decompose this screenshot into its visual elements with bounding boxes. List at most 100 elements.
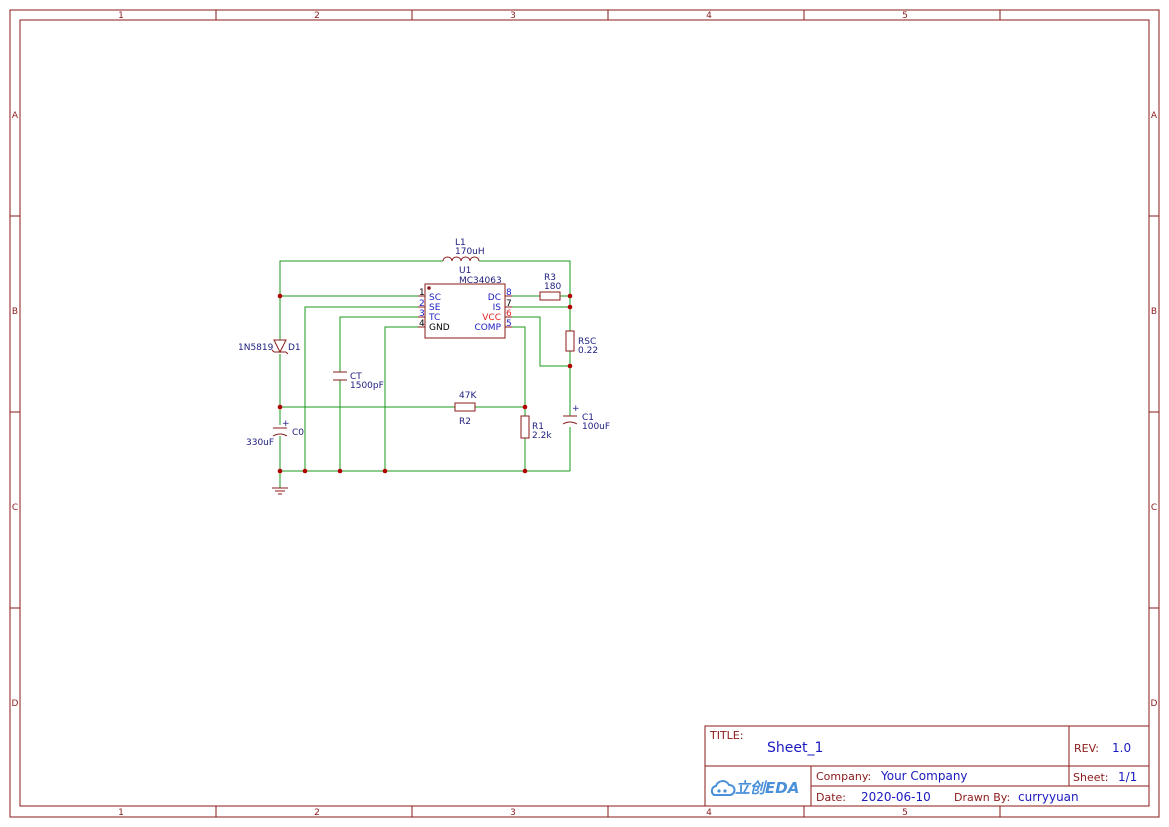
row-label-left: C <box>12 503 18 513</box>
u1-pin-num: 5 <box>506 319 512 329</box>
d1-designator: D1 <box>288 343 301 353</box>
l1-designator: L1 <box>455 238 466 248</box>
drawn-by-label: Drawn By: <box>954 791 1010 804</box>
d1-value: 1N5819 <box>238 343 274 353</box>
r2-designator: R2 <box>459 417 471 427</box>
c0-polarity: + <box>282 419 290 429</box>
row-label-right: A <box>1151 111 1158 121</box>
l1-inductor[interactable]: L1 170uH <box>442 238 485 262</box>
wire-gnd <box>384 326 418 471</box>
r3-value: 180 <box>544 282 561 292</box>
row-label-right: B <box>1151 307 1157 317</box>
cloud-icon <box>710 780 736 796</box>
u1-pin-name: DC <box>488 293 501 303</box>
d1-diode[interactable]: 1N5819 D1 <box>238 339 301 355</box>
ct-designator: CT <box>350 372 362 382</box>
r3-designator: R3 <box>544 273 556 283</box>
title-block: TITLE: Sheet_1 REV: 1.0 Company: Your Co… <box>704 725 1150 807</box>
junction-dot <box>277 404 283 410</box>
c0-value: 330uF <box>246 438 274 448</box>
junction-dot <box>522 468 528 474</box>
rev-label: REV: <box>1074 742 1099 755</box>
col-label-bottom: 1 <box>118 808 124 818</box>
r3-resistor[interactable]: R3 180 <box>539 273 561 301</box>
ct-capacitor[interactable]: CT 1500pF <box>333 371 384 391</box>
wire-top-right <box>479 260 571 296</box>
rsc-value: 0.22 <box>578 346 598 356</box>
junction-dot <box>277 293 283 299</box>
wire-top-left <box>279 260 443 296</box>
junction-dot <box>277 468 283 474</box>
sheet-value: 1/1 <box>1118 770 1137 784</box>
d1-body <box>273 339 287 354</box>
date-value: 2020-06-10 <box>861 790 931 804</box>
l1-value: 170uH <box>455 247 485 257</box>
r1-value: 2.2k <box>532 431 552 441</box>
junction-dot <box>302 468 308 474</box>
u1-pin-num: 6 <box>506 309 512 319</box>
junction-dot <box>567 293 573 299</box>
u1-ic[interactable]: U1 MC34063 1 2 3 4 SC SE TC GND 8 7 6 5 … <box>418 266 512 339</box>
u1-designator: U1 <box>459 266 471 276</box>
u1-pin-name: VCC <box>482 313 501 323</box>
company-value: Your Company <box>880 769 968 783</box>
wire-tc <box>339 316 418 372</box>
junction-dot <box>337 468 343 474</box>
company-label: Company: <box>816 770 871 783</box>
pin1-marker <box>427 286 431 290</box>
title-label: TITLE: <box>709 729 743 742</box>
row-dividers <box>10 215 1159 609</box>
row-label-left: A <box>12 111 19 121</box>
ground-icon <box>272 487 288 495</box>
u1-value: MC34063 <box>459 276 502 286</box>
row-label-right: D <box>1151 699 1158 709</box>
wires <box>279 260 571 488</box>
junction-dot <box>567 363 573 369</box>
row-label-left: B <box>12 307 18 317</box>
date-label: Date: <box>816 791 846 804</box>
c1-value: 100uF <box>582 422 610 432</box>
wire-comp <box>512 326 526 416</box>
wire-se <box>304 306 418 471</box>
ct-value: 1500pF <box>350 381 384 391</box>
col-label-top: 5 <box>902 11 908 21</box>
l1-coil <box>442 256 480 262</box>
r2-resistor[interactable]: 47K R2 <box>454 391 477 427</box>
row-label-left: D <box>12 699 19 709</box>
r1-resistor[interactable]: R1 2.2k <box>520 415 552 441</box>
rsc-body <box>565 330 575 352</box>
u1-pin-num: 3 <box>419 309 425 319</box>
junction-dot <box>567 304 573 310</box>
u1-pin-name: SE <box>429 303 441 313</box>
rsc-resistor[interactable]: RSC 0.22 <box>565 330 598 356</box>
wire-vcc <box>512 316 570 367</box>
junctions <box>277 293 573 474</box>
inner-border <box>19 19 1150 807</box>
c1-capacitor[interactable]: + C1 100uF <box>562 404 610 432</box>
logo-text: 立创EDA <box>735 779 799 797</box>
col-label-bottom: 4 <box>706 808 712 818</box>
r2-value: 47K <box>459 391 477 401</box>
u1-body <box>424 283 506 339</box>
col-label-bottom: 3 <box>510 808 516 818</box>
col-label-top: 1 <box>118 11 124 21</box>
u1-pin-name: SC <box>429 293 441 303</box>
u1-pin-name: COMP <box>474 323 501 333</box>
sheet-frame: 1 2 3 4 5 1 2 3 4 5 A B C D A B C D <box>9 9 1160 818</box>
col-label-bottom: 5 <box>902 808 908 818</box>
u1-pin-num: 1 <box>419 288 425 298</box>
c0-capacitor[interactable]: + C0 330uF <box>246 419 304 448</box>
c1-polarity: + <box>572 404 580 414</box>
outer-border <box>9 9 1160 818</box>
logo: 立创EDA <box>710 779 799 797</box>
sheet-title: Sheet_1 <box>767 740 823 756</box>
col-label-top: 3 <box>510 11 516 21</box>
junction-dot <box>522 404 528 410</box>
col-label-top: 4 <box>706 11 712 21</box>
junction-dot <box>382 468 388 474</box>
u1-pin-name: IS <box>493 303 502 313</box>
r1-designator: R1 <box>532 422 544 432</box>
col-label-bottom: 2 <box>314 808 320 818</box>
r2-body <box>454 402 476 412</box>
